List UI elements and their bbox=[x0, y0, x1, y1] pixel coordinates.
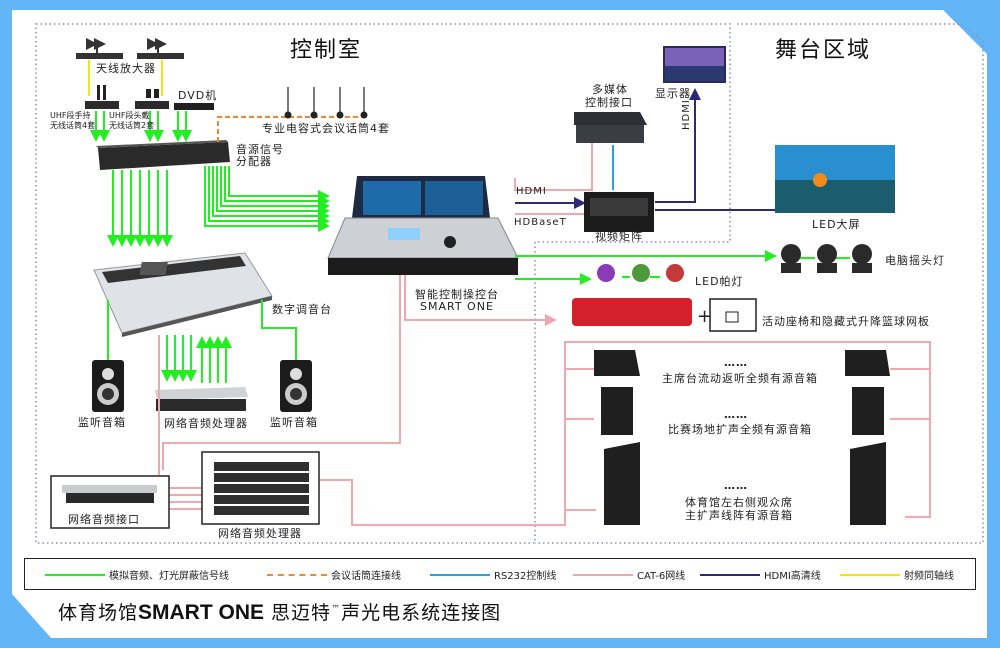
rf-lines bbox=[88, 60, 163, 96]
hdmi-lines bbox=[515, 88, 775, 211]
label-uhf-handheld-1: UHF段手持 bbox=[50, 111, 91, 120]
analog-lines-to-mixer bbox=[107, 170, 173, 247]
monitor-speaker-left bbox=[92, 360, 124, 412]
legend: 模拟音频、灯光屏蔽信号线 会议话筒连接线 RS232控制线 CAT-6网线 HD… bbox=[24, 558, 976, 590]
network-audio-interface-box bbox=[50, 475, 170, 529]
label-led-par: LED帕灯 bbox=[695, 275, 744, 288]
legend-line-rf bbox=[840, 573, 900, 576]
label-uhf-headset-1: UHF段头戴 bbox=[109, 111, 150, 120]
legend-item-conference: 会议话筒连接线 bbox=[267, 567, 401, 582]
legend-item-rf: 射频同轴线 bbox=[840, 567, 954, 582]
legend-label: 射频同轴线 bbox=[904, 571, 954, 582]
label-network-audio-interface: 网络音频接口 bbox=[68, 513, 140, 526]
led-screen bbox=[775, 145, 895, 213]
seats-and-hoop: + bbox=[572, 298, 757, 332]
network-audio-processor-1 bbox=[155, 387, 248, 411]
uhf-handheld-receiver bbox=[85, 85, 119, 109]
label-uhf-headset-2: 无线话筒2套 bbox=[109, 121, 155, 130]
label-video-matrix: 视频矩阵 bbox=[595, 230, 643, 243]
legend-item-rs232: RS232控制线 bbox=[430, 567, 556, 582]
label-line-array-1: 体育馆左右侧观众席 bbox=[685, 496, 793, 509]
analog-lines-to-splitter bbox=[90, 111, 192, 142]
led-par-lights bbox=[597, 264, 684, 282]
stage-monitor-speakers bbox=[594, 350, 890, 376]
legend-line-hdmi bbox=[700, 573, 760, 576]
title-brand: SMART ONE bbox=[138, 601, 265, 624]
dots-1: …… bbox=[724, 356, 748, 369]
label-moving-head: 电脑摇头灯 bbox=[885, 254, 945, 267]
label-network-audio-processor-1: 网络音频处理器 bbox=[164, 417, 248, 430]
diagram-title: 体育场馆SMART ONE 思迈特™声光电系统连接图 bbox=[58, 598, 501, 625]
lighting-lines bbox=[515, 250, 850, 285]
video-matrix bbox=[584, 192, 654, 232]
dvd-player bbox=[174, 103, 214, 110]
label-network-audio-processor-2: 网络音频处理器 bbox=[218, 527, 302, 540]
label-multimedia-2: 控制接口 bbox=[585, 96, 633, 109]
display-monitor bbox=[663, 46, 726, 83]
dots-2: …… bbox=[724, 408, 748, 421]
region-title-control-room: 控制室 bbox=[290, 38, 363, 63]
title-prefix: 体育场馆 bbox=[58, 602, 139, 624]
legend-line-cat6 bbox=[573, 573, 633, 576]
smart-one-console bbox=[327, 176, 519, 275]
dots-3: …… bbox=[724, 479, 748, 492]
label-console-1: 智能控制操控台 bbox=[415, 288, 499, 301]
region-borders bbox=[35, 23, 984, 544]
legend-label: 会议话筒连接线 bbox=[331, 571, 401, 582]
label-multimedia-1: 多媒体 bbox=[592, 83, 628, 96]
legend-item-cat6: CAT-6网线 bbox=[573, 567, 685, 582]
label-display: 显示器 bbox=[655, 87, 691, 100]
title-cn-brand: 思迈特 bbox=[264, 602, 332, 624]
label-conference-mics: 专业电容式会议话筒4套 bbox=[262, 122, 390, 135]
analog-lines-to-console bbox=[204, 166, 330, 232]
label-splitter-2: 分配器 bbox=[236, 155, 272, 168]
monitor-speaker-right bbox=[280, 360, 312, 412]
legend-item-analog: 模拟音频、灯光屏蔽信号线 bbox=[45, 567, 229, 582]
label-antenna-amplifier: 天线放大器 bbox=[96, 62, 156, 75]
legend-line-analog bbox=[45, 573, 105, 576]
label-monitor-speaker-left: 监听音箱 bbox=[78, 416, 126, 429]
label-splitter-1: 音源信号 bbox=[236, 143, 284, 156]
field-speakers bbox=[601, 387, 884, 435]
region-title-stage-area: 舞台区域 bbox=[775, 38, 872, 63]
stage-area-border bbox=[535, 23, 984, 544]
label-line-array-2: 主扩声线阵有源音箱 bbox=[685, 509, 793, 522]
label-link-hdmi: HDMI bbox=[516, 186, 547, 197]
legend-label: RS232控制线 bbox=[494, 571, 557, 582]
label-dvd: DVD机 bbox=[178, 89, 218, 102]
label-console-2: SMART ONE bbox=[420, 300, 494, 313]
label-digital-mixer: 数字调音台 bbox=[272, 303, 332, 316]
legend-line-conference bbox=[267, 573, 327, 576]
label-link-hdmi-vertical: HDMI bbox=[681, 99, 692, 130]
uhf-headset-receiver bbox=[135, 89, 169, 109]
label-led-screen: LED大屏 bbox=[812, 218, 861, 231]
moving-head-lights bbox=[781, 244, 872, 273]
mixer-monitor-lines bbox=[107, 300, 297, 360]
network-audio-processor-2-box bbox=[201, 451, 320, 525]
audio-splitter bbox=[96, 140, 230, 170]
mixer-processor-lines bbox=[161, 335, 232, 383]
label-stage-monitor: 主席台流动返听全频有源音箱 bbox=[662, 372, 818, 385]
antenna-amplifier-left bbox=[76, 38, 123, 59]
legend-label: HDMI高清线 bbox=[764, 571, 821, 582]
multimedia-control-interface bbox=[574, 112, 647, 143]
conference-mics bbox=[284, 87, 368, 119]
legend-label: 模拟音频、灯光屏蔽信号线 bbox=[109, 571, 229, 582]
label-link-hdbaset: HDBaseT bbox=[514, 217, 567, 228]
cat6-lines bbox=[158, 122, 931, 526]
line-array-speakers bbox=[604, 442, 886, 525]
label-field-speaker: 比赛场地扩声全频有源音箱 bbox=[668, 423, 812, 436]
antenna-amplifier-right bbox=[137, 38, 184, 59]
label-monitor-speaker-right: 监听音箱 bbox=[270, 416, 318, 429]
digital-mixer bbox=[93, 252, 273, 337]
title-tm: ™ bbox=[331, 604, 342, 615]
title-suffix: 声光电系统连接图 bbox=[341, 602, 502, 624]
legend-label: CAT-6网线 bbox=[637, 571, 686, 582]
label-seats-hoop: 活动座椅和隐藏式升降篮球网板 bbox=[762, 315, 930, 328]
control-room-border bbox=[35, 23, 731, 544]
label-uhf-handheld-2: 无线话筒4套 bbox=[50, 121, 96, 130]
svg-text:+: + bbox=[697, 306, 712, 327]
legend-line-rs232 bbox=[430, 573, 490, 576]
legend-item-hdmi: HDMI高清线 bbox=[700, 567, 821, 582]
